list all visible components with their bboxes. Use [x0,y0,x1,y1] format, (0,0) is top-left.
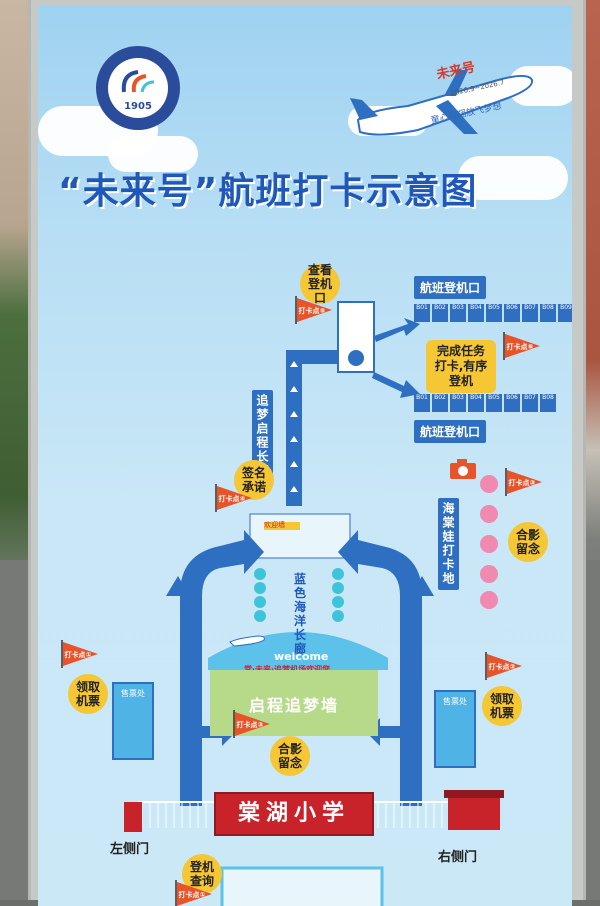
flag-icon [215,484,252,512]
gate-cell: B06 [504,304,520,322]
gate-cell: B03 [450,394,466,412]
gate-cell: B01 [414,394,430,412]
flag-icon [485,652,522,680]
logo-mark-icon [121,70,155,93]
checkpoint-4-bubble: 签名承诺 [234,460,274,500]
ocean-corridor-label: 蓝色海洋长廊 [293,572,306,656]
gate-cell: B08 [540,394,556,412]
poster-title: “未来号”航班打卡示意图 [58,171,478,212]
left-gate-label: 左侧门 [110,842,150,857]
gate-cell: B02 [432,394,448,412]
ticket-kiosk-right: 售票处 [434,690,476,768]
dream-wall-text: 启程追梦墙 [248,696,339,715]
checkpoint-1-flag: 打卡点① [64,651,92,659]
gate-cell: B05 [486,304,502,322]
checkpoint-3-flag: 打卡点③ [508,479,536,487]
checkpoint-3-bubble: 合影留念 [508,522,548,562]
checkpoint-2-flag: 打卡点② [488,663,516,671]
logo-inner: 1905 [108,58,168,118]
kiosk-right-label: 售票处 [443,697,467,706]
flag-icon [505,468,542,496]
wall-top-text: 棠·未来·追梦机场欢迎您 [244,664,330,675]
checkpoint-bottom-bubble: 登机查询 [182,854,222,894]
airplane-illustration [350,70,534,136]
checkpoint-2-bubble: 领取机票 [482,686,522,726]
school-logo: 1905 [96,46,180,130]
checkpoint-1-text: 领取机票 [75,680,100,708]
route-diagram [124,301,504,906]
gate-cell: B04 [468,304,484,322]
flag-icon [295,296,332,324]
checkpoint-5-text: 查看登机口 [307,263,332,305]
checkpoint-2-text: 领取机票 [489,692,514,720]
checkpoint-6-flag: 打卡点⑥ [506,343,534,351]
checkpoint-bottom-text: 登机查询 [189,860,214,888]
gate-cell: B06 [504,394,520,412]
gate-cell: B07 [522,304,538,322]
checkpoint-1-bubble: 领取机票 [68,674,108,714]
gate-cell: B08 [540,304,556,322]
checkpoint-5-bubble: 查看登机口 [300,263,340,305]
gate-cell: B01 [414,304,430,322]
checkpoint-bottom-flag: 打卡点① [178,891,206,899]
checkpoint-center-text: 合影留念 [277,742,302,770]
checkpoint-center-flag: 打卡点③ [236,721,264,729]
gate-cell: B03 [450,304,466,322]
checkpoint-center-bubble: 合影留念 [270,736,310,776]
boarding-gate-bottom-label: 航班登机口 [414,420,487,443]
gate-cell: B04 [468,394,484,412]
poster-board: 1905 未来号 2020.9~2026.7 童心翱翔放飞梦想 “未来号”航班打… [38,6,572,906]
gate-cell: B07 [522,394,538,412]
haitang-checkin-label: 海棠娃打卡地 [438,498,459,590]
ticket-kiosk-left: 售票处 [112,682,154,760]
cloud [458,156,568,200]
mascot-icon [480,475,498,609]
boarding-gate-top-label: 航班登机口 [414,276,487,299]
stage-label: 欢迎墙 [264,521,285,529]
welcome-text: welcome [274,650,329,663]
flag-icon [61,640,98,668]
flag-icon [233,710,270,738]
checkpoint-6-note: 完成任务打卡,有序登机 [426,340,496,393]
checkpoint-4-text: 签名承诺 [241,466,266,494]
checkpoint-4-flag: 打卡点④ [218,495,246,503]
flag-icon [503,332,540,360]
gate-cell: B05 [486,394,502,412]
right-gate-label: 右侧门 [438,850,478,865]
cloud [108,136,198,172]
school-sign: 棠湖小学 [214,792,374,836]
logo-year: 1905 [124,101,152,112]
small-plane-icon [229,635,265,647]
kiosk-left-label: 售票处 [121,689,145,698]
dream-corridor-label: 追梦启程长廊 [252,390,273,482]
camera-icon [450,459,476,479]
gate-cell: B09 [558,304,572,322]
gate-cell: B02 [432,304,448,322]
checkpoint-5-flag: 打卡点⑤ [298,307,326,315]
checkpoint-3-text: 合影留念 [515,528,540,556]
